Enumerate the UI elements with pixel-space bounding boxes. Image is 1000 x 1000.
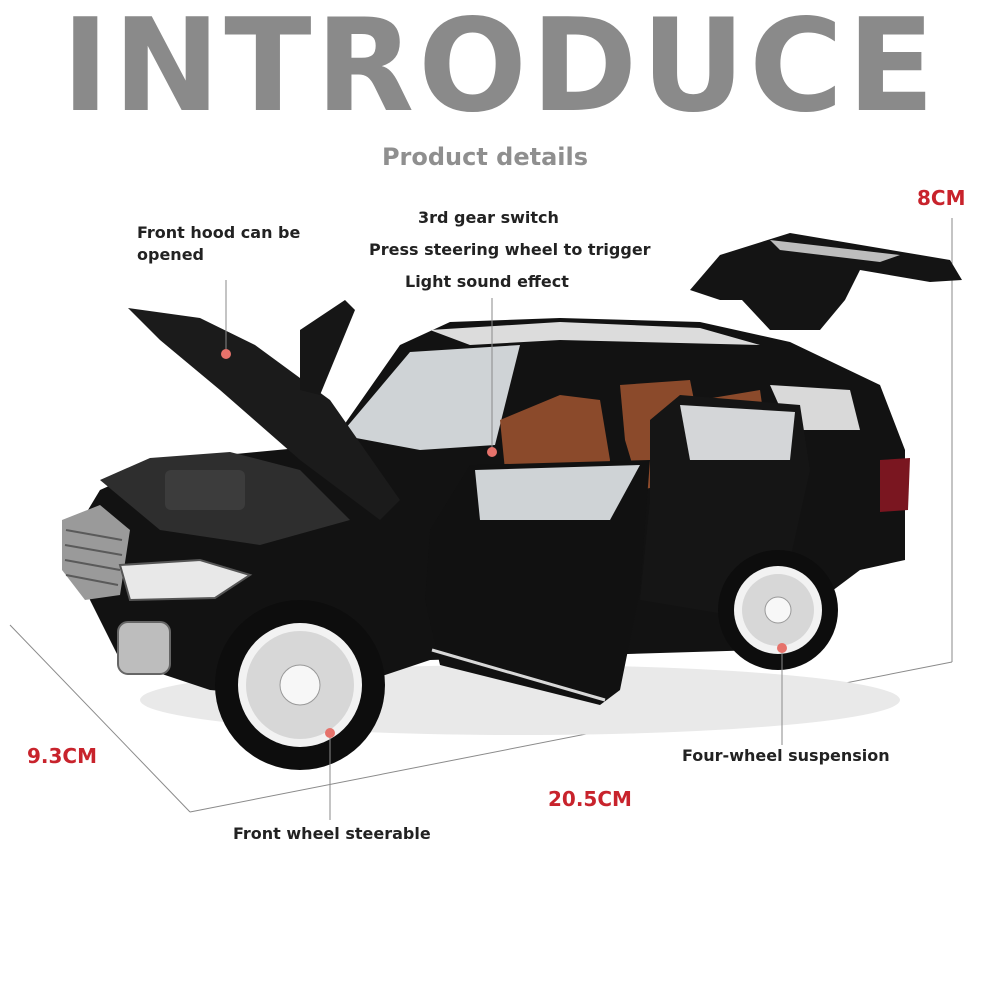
glass-roof xyxy=(430,322,760,345)
hood-callout-dot xyxy=(221,349,231,359)
engine-block xyxy=(165,470,245,510)
front-wheel xyxy=(215,600,385,770)
tailgate-glass xyxy=(770,240,900,262)
tail-light xyxy=(880,458,910,512)
width-line xyxy=(9,624,191,813)
door-window xyxy=(475,465,640,520)
light-sound-label: Light sound effect xyxy=(405,272,569,291)
steerable-callout-dot xyxy=(325,728,335,738)
open-hood xyxy=(128,308,400,520)
steering-trigger-label: Press steering wheel to trigger xyxy=(369,240,651,259)
grille-slats xyxy=(64,529,123,586)
height-dimension: 8CM xyxy=(917,186,966,210)
rear-door-window xyxy=(680,405,795,460)
rear-wheel xyxy=(718,550,838,670)
open-tailgate xyxy=(690,233,962,330)
headlight xyxy=(118,558,253,602)
front-grille xyxy=(62,505,130,600)
page-title: INTRODUCE xyxy=(61,0,939,141)
fog-light xyxy=(117,621,171,675)
door-sill-trim xyxy=(431,648,606,702)
length-dimension: 20.5CM xyxy=(548,787,632,811)
width-dimension: 9.3CM xyxy=(27,744,98,768)
open-front-door-top xyxy=(300,300,355,395)
gear-callout-dot xyxy=(487,447,497,457)
steerable-label: Front wheel steerable xyxy=(233,824,431,843)
open-front-door xyxy=(425,460,650,705)
hood-label: Front hood can be opened xyxy=(137,223,301,264)
gear-switch-label: 3rd gear switch xyxy=(418,208,559,227)
suspension-callout-dot xyxy=(777,643,787,653)
windshield xyxy=(340,345,520,450)
suspension-label: Four-wheel suspension xyxy=(682,746,890,765)
section-subtitle: Product details xyxy=(381,143,589,171)
